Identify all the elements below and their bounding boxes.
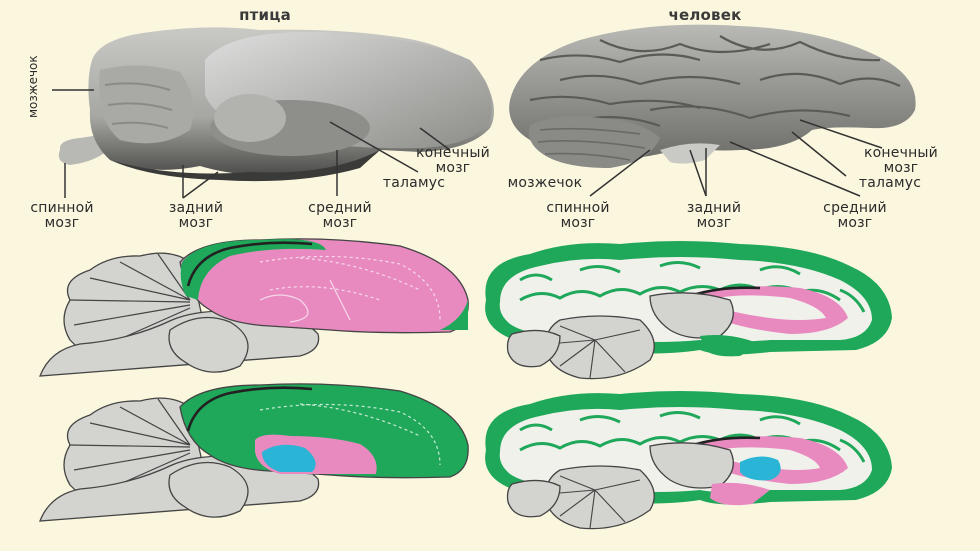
human-schematic-upper	[485, 241, 892, 380]
bird-schematic-lower	[39, 383, 469, 522]
bird-schematic-upper	[39, 238, 469, 377]
bird-brain-photo	[58, 27, 495, 182]
bird-title: птица	[239, 6, 291, 24]
bird-thalamus-label: таламус	[382, 175, 446, 191]
human-title: человек	[668, 6, 742, 24]
human-cerebellum-label: мозжечок	[507, 175, 583, 191]
bird-cerebellum-label: мозжечок	[26, 55, 40, 118]
human-thalamus-label: таламус	[858, 175, 922, 191]
leader-lines-top	[52, 89, 883, 199]
human-brain-photo	[509, 24, 916, 168]
human-schematic-lower	[485, 391, 892, 530]
